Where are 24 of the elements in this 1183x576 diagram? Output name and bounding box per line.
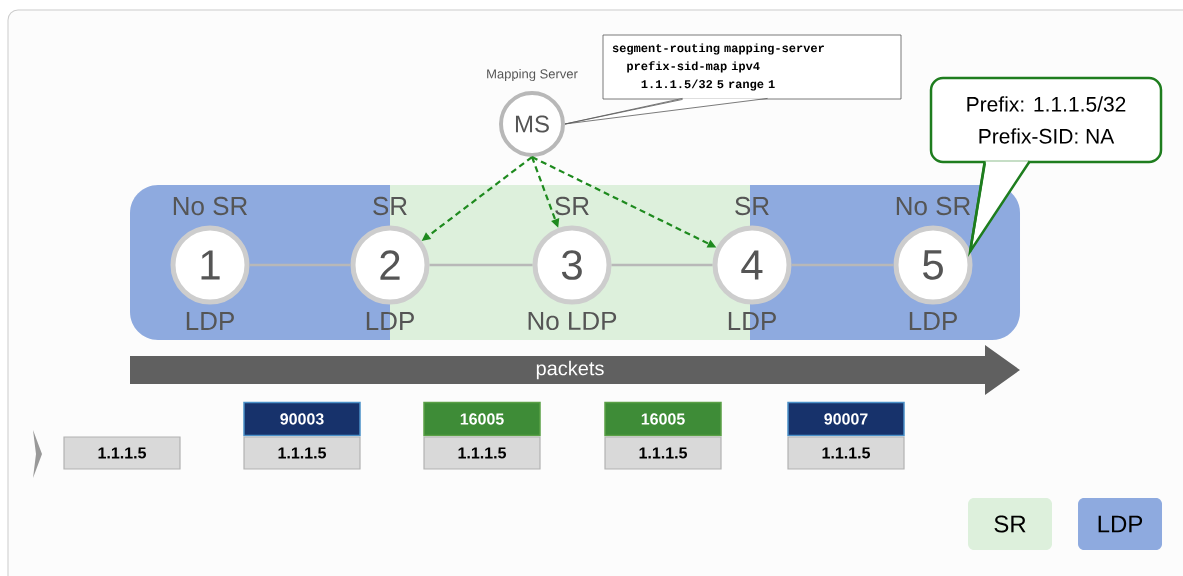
router-label: LDP [186,312,234,330]
server-label: Mapping Server [487,68,578,82]
label-box: 16005 [604,401,722,437]
router-label: LDP [909,312,957,330]
router-label: SR [373,196,407,216]
label-box: 16005 [423,401,541,437]
link-line [791,263,894,267]
prefix-box: 1.1.1.5 [243,436,361,470]
link-line [429,263,533,267]
prefix-box: 1.1.1.5 [787,436,905,470]
router-label: SR [555,196,589,216]
arrow-label: packets [536,360,604,380]
router-label: No SR [896,196,971,216]
router-label: LDP [366,312,414,330]
prefix-box: 1.1.1.5 [63,436,181,470]
link-line [249,263,351,267]
prefix-box: 1.1.1.5 [604,436,722,470]
router-label: No SR [173,196,248,216]
prefix-box: 1.1.1.5 [423,436,541,470]
info-callout: Prefix: 1.1.1.5/32 Prefix-SID: NA [929,76,1163,164]
router-label: No LDP [528,311,617,331]
link-line [611,263,713,267]
label-box: 90003 [243,401,361,437]
label-box: 90007 [787,401,905,437]
